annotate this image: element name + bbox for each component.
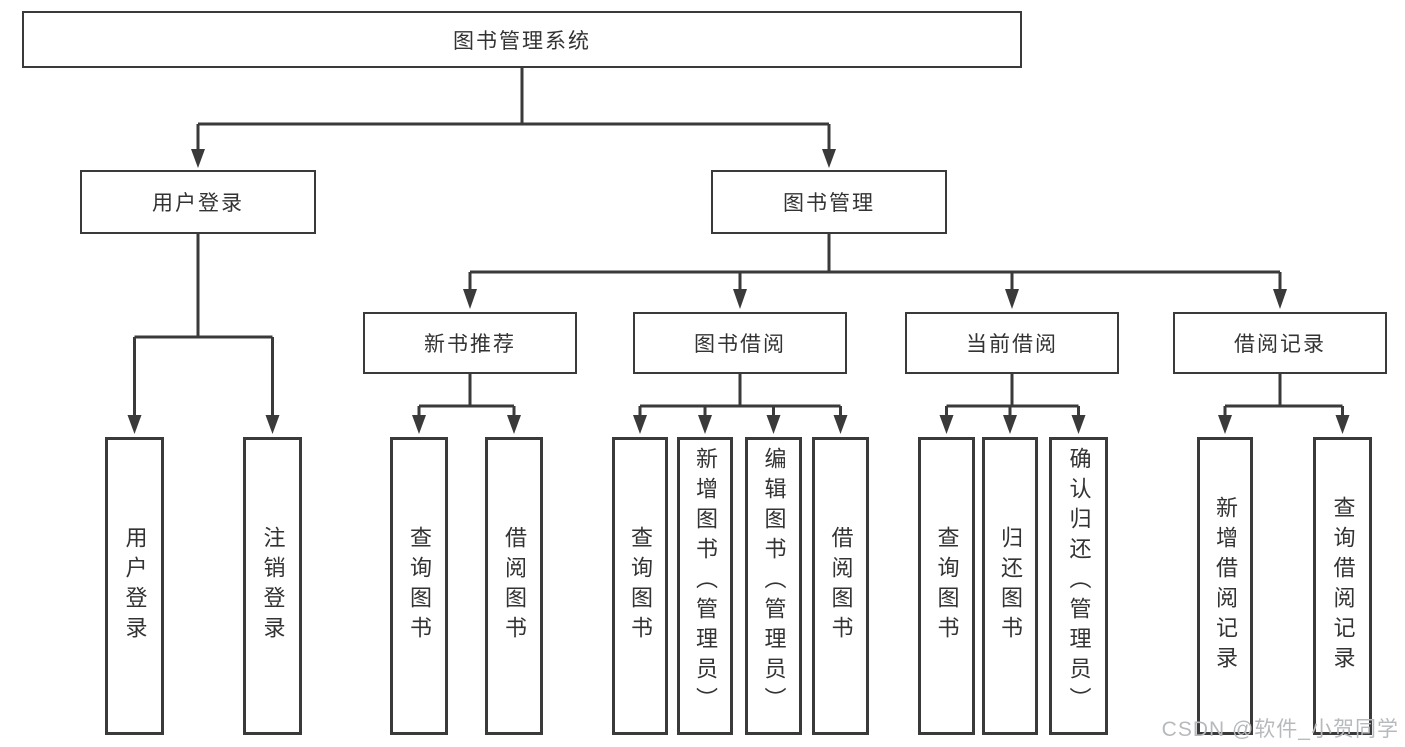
leaf-br-query-record-label: 查询借阅记录 bbox=[1330, 496, 1356, 676]
node-user-login: 用户登录 bbox=[80, 170, 316, 234]
leaf-cb-query-book-label: 查询图书 bbox=[934, 526, 960, 646]
leaf-bb-borrow-book: 借阅图书 bbox=[812, 437, 869, 735]
leaf-br-query-record: 查询借阅记录 bbox=[1313, 437, 1372, 735]
leaf-bb-query-book: 查询图书 bbox=[612, 437, 668, 735]
leaf-cb-query-book: 查询图书 bbox=[918, 437, 975, 735]
leaf-rec-borrow-book: 借阅图书 bbox=[485, 437, 543, 735]
node-current-borrow-label: 当前借阅 bbox=[966, 333, 1058, 356]
leaf-bb-add-book: 新增图书（管理员） bbox=[677, 437, 733, 735]
node-user-login-label: 用户登录 bbox=[152, 192, 244, 215]
node-current-borrow: 当前借阅 bbox=[905, 312, 1119, 374]
leaf-rec-query-book: 查询图书 bbox=[390, 437, 448, 735]
leaf-user-login-label: 用户登录 bbox=[122, 526, 148, 646]
node-borrow-record: 借阅记录 bbox=[1173, 312, 1387, 374]
leaf-cb-confirm-return-label: 确认归还（管理员） bbox=[1066, 447, 1092, 717]
leaf-rec-borrow-book-label: 借阅图书 bbox=[502, 526, 527, 646]
leaf-cb-return-book-label: 归还图书 bbox=[998, 526, 1023, 646]
node-book-borrow-label: 图书借阅 bbox=[694, 333, 786, 356]
node-new-book-rec: 新书推荐 bbox=[363, 312, 577, 374]
leaf-cb-confirm-return: 确认归还（管理员） bbox=[1049, 437, 1108, 735]
leaf-logout-label: 注销登录 bbox=[260, 526, 286, 646]
leaf-bb-add-book-label: 新增图书（管理员） bbox=[693, 447, 718, 717]
leaf-logout: 注销登录 bbox=[243, 437, 302, 735]
node-book-borrow: 图书借阅 bbox=[633, 312, 847, 374]
leaf-rec-query-book-label: 查询图书 bbox=[407, 526, 432, 646]
leaf-br-add-record-label: 新增借阅记录 bbox=[1213, 496, 1238, 676]
node-new-book-rec-label: 新书推荐 bbox=[424, 333, 516, 356]
leaf-bb-borrow-book-label: 借阅图书 bbox=[828, 526, 854, 646]
node-root-label: 图书管理系统 bbox=[453, 29, 591, 53]
leaf-bb-query-book-label: 查询图书 bbox=[628, 526, 653, 646]
leaf-bb-edit-book: 编辑图书（管理员） bbox=[745, 437, 802, 735]
node-book-mgmt-label: 图书管理 bbox=[783, 192, 875, 215]
leaf-cb-return-book: 归还图书 bbox=[982, 437, 1038, 735]
node-root: 图书管理系统 bbox=[22, 11, 1022, 68]
csdn-watermark: CSDN @软件_小贺同学 bbox=[1161, 718, 1399, 741]
leaf-user-login: 用户登录 bbox=[105, 437, 164, 735]
leaf-bb-edit-book-label: 编辑图书（管理员） bbox=[761, 447, 787, 717]
node-borrow-record-label: 借阅记录 bbox=[1234, 333, 1326, 356]
leaf-br-add-record: 新增借阅记录 bbox=[1197, 437, 1253, 735]
node-book-mgmt: 图书管理 bbox=[711, 170, 947, 234]
